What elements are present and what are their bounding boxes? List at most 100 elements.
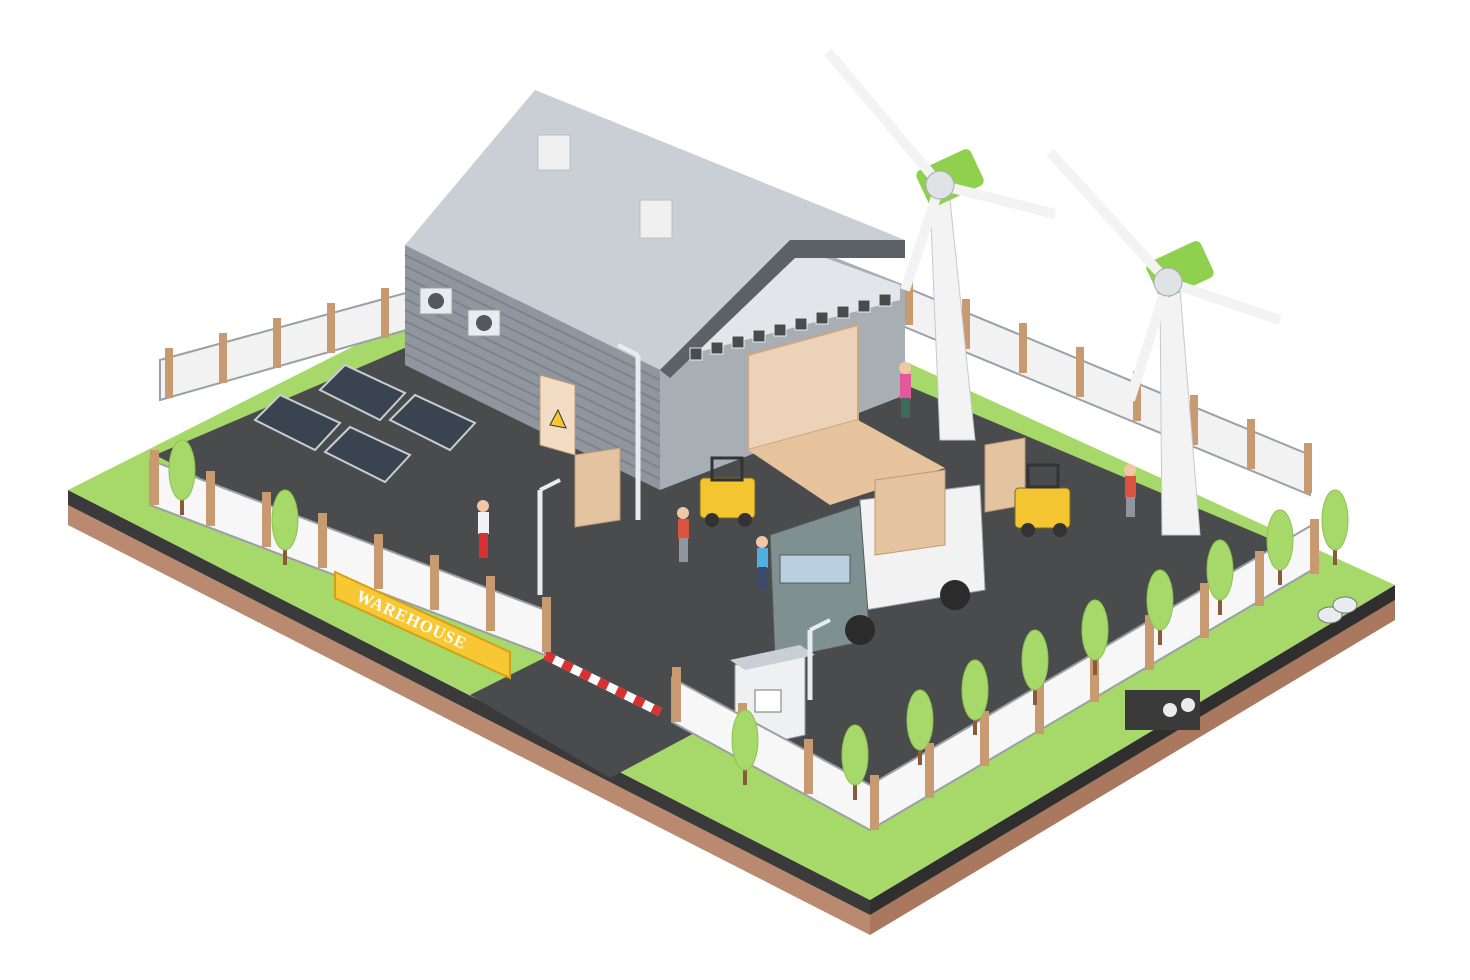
fence-post — [486, 576, 495, 631]
barrier-gate — [543, 650, 662, 717]
tree — [1266, 509, 1294, 571]
warehouse-roof-edge — [660, 240, 905, 378]
fence-post — [1190, 395, 1198, 445]
tree — [168, 439, 196, 501]
fence-front — [149, 450, 1319, 832]
tree — [1321, 489, 1349, 551]
fence-post — [1255, 551, 1264, 606]
street-lamp — [807, 618, 831, 700]
flatbed-truck — [769, 469, 986, 661]
worker — [756, 536, 768, 589]
fence-post — [962, 299, 970, 349]
truck-cargo-boxes — [874, 469, 946, 556]
fence-post — [925, 743, 934, 798]
fence-post — [1035, 679, 1044, 734]
warehouse-window — [815, 311, 829, 325]
truck-windshield — [779, 554, 851, 584]
wall-siding-line — [404, 298, 661, 425]
fan-icon — [467, 309, 501, 337]
fence-post — [1145, 615, 1154, 670]
warehouse-window — [773, 323, 787, 337]
wall-siding-line — [404, 342, 661, 469]
truck-wheel — [845, 615, 875, 645]
warehouse-window — [794, 317, 808, 331]
tree — [731, 709, 759, 771]
tree — [961, 659, 989, 721]
fence-post — [206, 471, 215, 526]
fence-post — [1304, 443, 1312, 493]
tree — [841, 724, 869, 786]
fan-icon — [419, 287, 453, 315]
wall-siding-line — [404, 331, 661, 458]
wind-turbine — [824, 48, 1057, 441]
street-lamp — [537, 478, 561, 595]
worker — [1124, 464, 1136, 517]
fence-post — [1310, 519, 1319, 574]
tree — [1081, 599, 1109, 661]
fence-post — [262, 492, 271, 547]
fence-post — [1076, 347, 1084, 397]
fence-post — [804, 739, 813, 794]
fence-post — [219, 333, 227, 383]
worker — [477, 500, 489, 558]
high-voltage-icon — [549, 408, 567, 429]
solar-panel — [388, 393, 477, 452]
ground-left-rim — [68, 490, 870, 915]
tree — [1021, 629, 1049, 691]
fence-post — [672, 667, 681, 722]
warehouse-window — [857, 299, 871, 313]
fence-post — [150, 450, 159, 505]
fence-post — [542, 597, 551, 652]
tree — [271, 489, 299, 551]
forklift — [699, 456, 756, 527]
wall-siding-line — [404, 320, 661, 447]
truck-wheel — [940, 580, 970, 610]
entrance-road — [470, 650, 700, 778]
fence-post — [1247, 419, 1255, 469]
electrical-cabinet — [539, 374, 576, 456]
fence-post — [165, 348, 173, 398]
fence-post — [273, 318, 281, 368]
warehouse-building — [404, 90, 945, 505]
roof-vent — [537, 134, 571, 171]
fence-post — [430, 555, 439, 610]
fence-post — [381, 288, 389, 338]
worker — [677, 507, 689, 562]
street-lamp — [617, 343, 641, 520]
tree — [906, 689, 934, 751]
worker — [899, 362, 911, 418]
fence-post — [1019, 323, 1027, 373]
fence-post — [1200, 583, 1209, 638]
warehouse-left-wall — [405, 245, 660, 490]
solar-array — [253, 363, 477, 484]
ground-right-soil-face — [870, 600, 1395, 935]
ground-right-rim — [870, 585, 1395, 915]
warehouse-window — [710, 341, 724, 355]
warehouse-window — [752, 329, 766, 343]
solar-panel — [323, 425, 412, 484]
wind-turbine — [1046, 148, 1282, 536]
warehouse-window — [731, 335, 745, 349]
fence-post — [327, 303, 335, 353]
tree — [1206, 539, 1234, 601]
wall-siding-line — [404, 254, 661, 381]
fence-post — [905, 275, 913, 325]
warehouse-window — [689, 347, 703, 361]
fence-post — [870, 775, 879, 830]
wall-siding-line — [404, 265, 661, 392]
fence-post — [1133, 371, 1141, 421]
tree — [1146, 569, 1174, 631]
roof-vent — [639, 199, 673, 239]
warehouse-window — [878, 293, 892, 307]
fence-post — [980, 711, 989, 766]
solar-panel — [318, 363, 407, 422]
wall-siding-line — [404, 309, 661, 436]
utility-pipes — [1125, 596, 1358, 730]
warehouse-gable — [668, 245, 900, 360]
ground-left-soil-face — [68, 505, 870, 935]
forklift — [1014, 463, 1071, 537]
solar-panel — [253, 393, 342, 452]
fence-post — [318, 513, 327, 568]
fence-post — [374, 534, 383, 589]
